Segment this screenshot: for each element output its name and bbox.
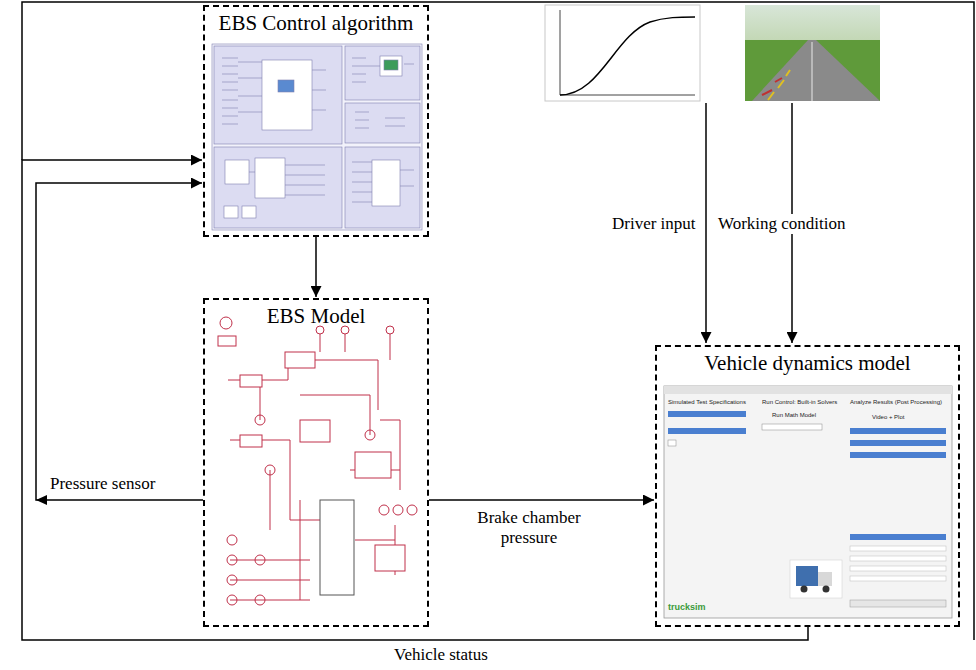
connector-arrow — [429, 499, 654, 501]
ui-text: Analyze Results (Post Processing) — [850, 399, 942, 406]
dashed-box: Vehicle dynamics model — [655, 345, 960, 627]
ui-text: Run Math Model — [772, 412, 816, 419]
ui-text: Simulated Test Specifications — [668, 399, 746, 406]
input-curve-plot — [545, 5, 700, 101]
dashed-box: EBS Control algorithm — [203, 5, 429, 237]
box-heading: EBS Model — [205, 300, 427, 329]
ui-text: Run Control: Built-in Solvers — [762, 399, 837, 406]
dashed-box: EBS Model — [203, 298, 429, 627]
ui-text: Video + Plot — [872, 414, 904, 421]
box-heading: EBS Control algorithm — [205, 7, 427, 36]
logo-text: trucksim — [668, 602, 706, 612]
simulink-screenshot — [212, 44, 422, 230]
box-heading: Vehicle dynamics model — [657, 347, 958, 376]
signal-label: Vehicle status — [392, 645, 490, 665]
input-label: Driver input — [610, 214, 698, 234]
arrow-head — [36, 495, 47, 505]
signal-label: Pressure sensor — [48, 474, 157, 494]
input-arrow — [705, 103, 707, 343]
signal-label: Brake chamber pressure — [472, 508, 586, 549]
trucksim-screenshot — [664, 386, 952, 618]
connector-arrow — [315, 237, 317, 297]
pneumatic-circuit — [218, 317, 417, 605]
road-image — [745, 5, 880, 101]
connector-arrow — [36, 183, 203, 500]
frame-line — [22, 2, 974, 640]
input-label: Working condition — [716, 214, 848, 234]
